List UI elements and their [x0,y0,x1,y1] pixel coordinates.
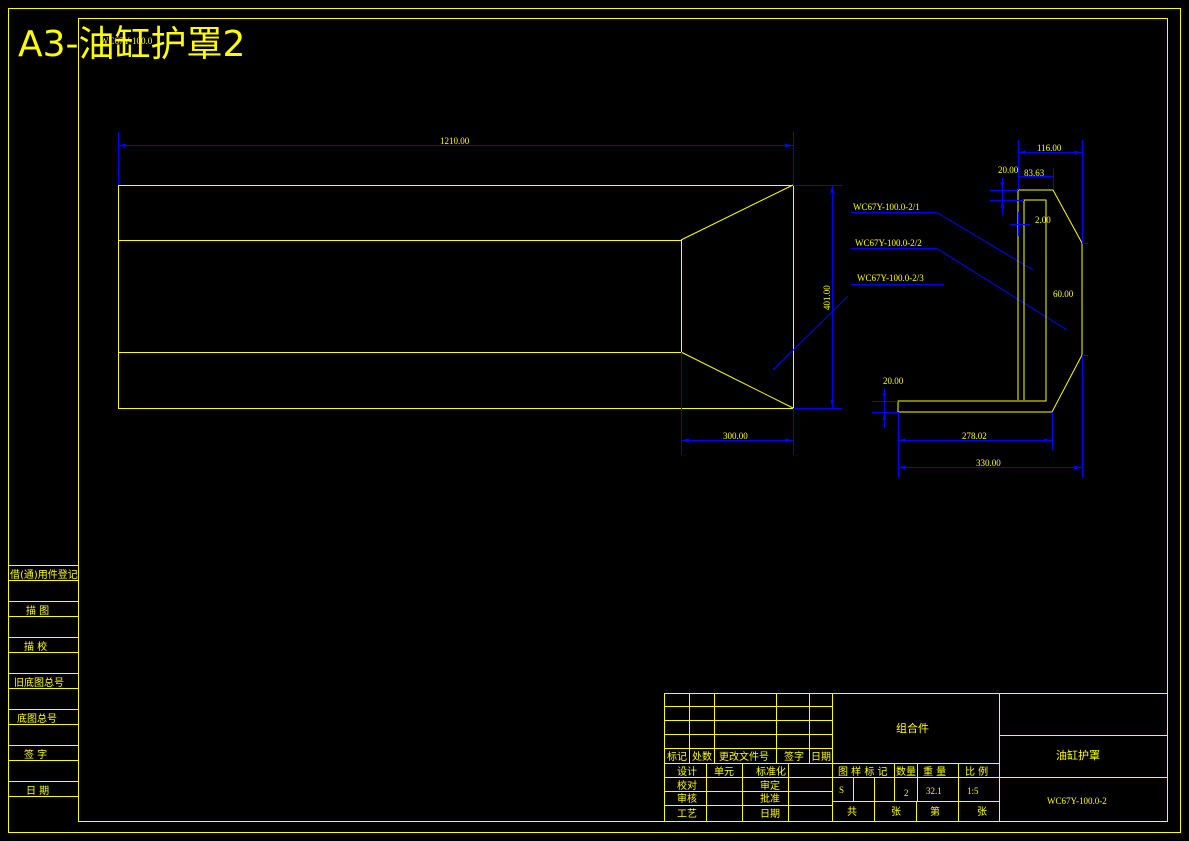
attr-h-0: 图 样 标 记 [838,765,888,778]
section-view [897,189,1083,413]
dim-20-top: 20.00 [990,165,1024,215]
row-review-1: 批准 [760,792,780,805]
part-label-1: WC67Y-100.0-2/1 [853,202,920,212]
attr-h-3: 比 例 [965,765,988,778]
part-label-3: WC67Y-100.0-2/3 [857,273,924,283]
side-cell-3: 旧底图总号 [14,676,64,689]
part-label-2: WC67Y-100.0-2/2 [855,238,922,248]
dim-330-text: 330.00 [976,458,1001,468]
main-view [118,184,794,409]
outer-border [8,8,1181,833]
row-design-0: 设计 [677,765,697,778]
row-process-1: 日期 [760,808,780,820]
sheet-row-2: 第 [930,805,940,818]
attr-qty: 2 [904,788,909,798]
row-check-1: 审定 [760,779,780,792]
dim-60: 60.00 [1053,243,1088,356]
dim-278: 278.02 [898,412,1053,478]
dim-20-bottom-text: 20.00 [883,376,904,386]
assembly-label: 组合件 [896,721,929,735]
side-table: 借(通)用件登记 描 图 描 校 旧底图总号 底图总号 签 字 日 期 [8,565,78,797]
attr-weight: 32.1 [926,786,942,796]
rev-h-3: 签字 [784,750,804,763]
sheet-title-overlay: WC67Y-100.0 [100,36,153,46]
dim-60-text: 60.00 [1053,289,1074,299]
leader-part-1 [935,211,1034,271]
row-design-1: 单元 [714,766,734,778]
dim-401-text: 401.00 [822,285,832,310]
rev-h-4: 日期 [811,751,831,763]
side-cell-6: 日 期 [26,785,49,797]
row-process-0: 工艺 [677,808,697,820]
dim-83-text: 83.63 [1024,168,1045,178]
dim-330: 330.00 [898,355,1083,478]
sheet-title: A3-油缸护罩2 [18,24,245,65]
side-cell-2: 描 校 [24,640,47,653]
dim-20-bottom: 20.00 [872,376,904,428]
side-cell-4: 底图总号 [17,712,57,725]
dim-300-text: 300.00 [723,431,748,441]
side-cell-5: 签 字 [24,748,47,761]
title-block: 标记 处数 更改文件号 签字 日期 设计 单元 标准化 校对 审定 审核 批准 … [664,693,1168,822]
sheet-row-1: 张 [891,806,901,818]
section-profile [897,189,1083,413]
attr-h-1: 数量 [896,765,916,778]
drawing-number: WC67Y-100.0-2 [1047,796,1107,806]
dim-401: 401.00 [793,185,842,409]
rev-h-2: 更改文件号 [719,750,769,763]
dim-116-text: 116.00 [1037,143,1062,153]
inner-border [78,18,1168,822]
main-taper-top [680,184,794,241]
dim-1210: 1210.00 [118,132,794,185]
rev-h-0: 标记 [667,751,687,763]
leader-main [772,295,849,371]
main-outline [118,185,794,409]
dim-116: 116.00 [1018,140,1083,243]
dim-1210-text: 1210.00 [440,136,470,146]
dim-2-text: 2.00 [1035,215,1051,225]
attr-scale: 1:5 [967,786,979,796]
rev-h-1: 处数 [692,750,712,763]
dim-300: 300.00 [681,352,794,455]
part-labels: WC67Y-100.0-2/1 WC67Y-100.0-2/2 WC67Y-10… [851,202,1068,331]
side-cell-1: 描 图 [26,604,49,617]
row-design-2: 标准化 [756,765,786,778]
dim-20-top-text: 20.00 [998,165,1019,175]
leader-part-2 [935,247,1068,331]
dim-83: 83.63 [1018,168,1054,190]
main-taper-bottom [680,351,794,409]
dim-2: 2.00 [1010,212,1051,236]
side-cell-0: 借(通)用件登记 [10,568,78,581]
sheet-row-0: 共 [847,806,857,818]
row-check-0: 校对 [677,779,697,792]
attr-h-2: 重 量 [923,765,946,778]
row-review-0: 审核 [677,792,697,805]
sheet-row-3: 张 [977,806,987,818]
dim-278-text: 278.02 [962,431,987,441]
attr-mark: S [839,785,844,795]
part-name: 油缸护罩 [1056,748,1100,762]
